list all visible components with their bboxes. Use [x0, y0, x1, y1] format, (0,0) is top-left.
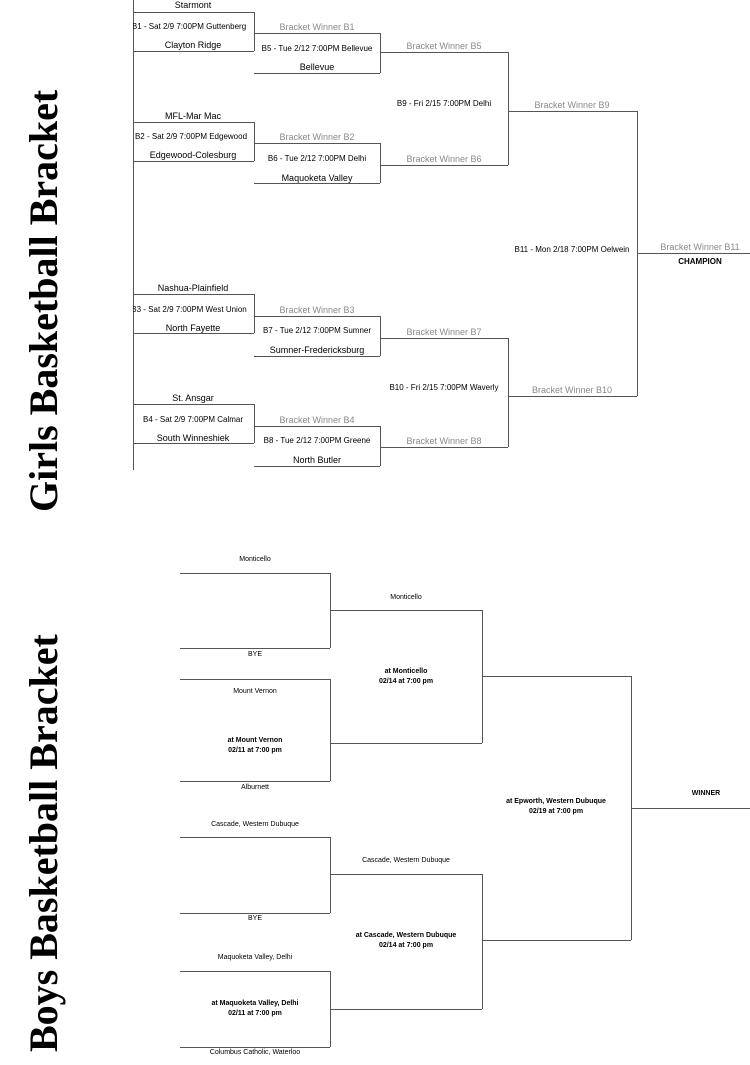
team-name: Cascade, Western Dubuque: [362, 857, 450, 864]
team-name: North Butler: [292, 455, 342, 465]
game-info: at Monticello: [384, 668, 428, 675]
bracket-winner: Bracket Winner B4: [279, 415, 355, 425]
bracket-winner: Bracket Winner B6: [406, 154, 482, 164]
bracket-winner: Bracket Winner B2: [279, 132, 355, 142]
bracket-winner: Bracket Winner B9: [534, 100, 610, 110]
team-name: BYE: [247, 915, 263, 922]
boys-bracket-title: Boys Basketball Bracket: [21, 634, 66, 1052]
game-info: B6 - Tue 2/12 7:00PM Delhi: [267, 154, 367, 163]
game-info: B11 - Mon 2/18 7:00PM Oelwein: [514, 245, 630, 254]
game-info: B4 - Sat 2/9 7:00PM Calmar: [142, 415, 244, 424]
game-info: at Cascade, Western Dubuque: [355, 932, 457, 939]
bracket-winner: Bracket Winner B5: [406, 41, 482, 51]
team-name: Edgewood-Colesburg: [149, 150, 237, 160]
bracket-winner: Bracket Winner B10: [531, 385, 613, 395]
game-time: 02/19 at 7:00 pm: [528, 808, 584, 815]
team-name: St. Ansgar: [172, 393, 214, 403]
team-name: Sumner-Fredericksburg: [269, 345, 365, 355]
team-name: South Winneshiek: [156, 433, 230, 443]
champion-label: CHAMPION: [678, 257, 722, 266]
game-info: at Mount Vernon: [227, 737, 283, 744]
team-name: BYE: [247, 651, 263, 658]
team-name: Monticello: [390, 594, 422, 601]
team-name: Monticello: [239, 556, 271, 563]
team-name: Bellevue: [299, 62, 335, 72]
champion-winner: Bracket Winner B11: [660, 242, 740, 252]
team-name: Mount Vernon: [233, 688, 277, 695]
bracket-winner: Bracket Winner B3: [279, 305, 355, 315]
team-name: Cascade, Western Dubuque: [211, 821, 299, 828]
game-time: 02/14 at 7:00 pm: [378, 678, 434, 685]
team-name: Alburnett: [240, 784, 270, 791]
game-time: 02/11 at 7:00 pm: [228, 747, 282, 754]
game-time: 02/14 at 7:00 pm: [378, 942, 434, 949]
team-name: Maquoketa Valley, Delhi: [217, 954, 293, 961]
game-info: at Maquoketa Valley, Delhi: [211, 1000, 299, 1007]
team-name: Starmont: [174, 0, 212, 10]
game-info: B5 - Tue 2/12 7:00PM Bellevue: [261, 44, 373, 53]
game-info: B2 - Sat 2/9 7:00PM Edgewood: [134, 132, 248, 141]
girls-round1: Starmont B1 - Sat 2/9 7:00PM Guttenberg …: [133, 0, 263, 480]
game-info: B9 - Fri 2/15 7:00PM Delhi: [396, 99, 492, 108]
bracket-winner: Bracket Winner B1: [279, 22, 355, 32]
team-name: Maquoketa Valley: [281, 173, 353, 183]
bracket-winner: Bracket Winner B7: [406, 327, 482, 337]
game-info: B8 - Tue 2/12 7:00PM Greene: [263, 436, 371, 445]
girls-bracket-title: Girls Basketball Bracket: [21, 89, 66, 512]
game-info: B10 - Fri 2/15 7:00PM Waverly: [389, 383, 499, 392]
winner-label: WINNER: [691, 790, 721, 797]
game-time: 02/11 at 7:00 pm: [228, 1010, 282, 1017]
team-name: Clayton Ridge: [164, 40, 222, 50]
team-name: North Fayette: [165, 323, 221, 333]
game-info: B3 - Sat 2/9 7:00PM West Union: [133, 305, 247, 314]
game-info: at Epworth, Western Dubuque: [506, 798, 606, 805]
game-info: B7 - Tue 2/12 7:00PM Sumner: [262, 326, 372, 335]
team-name: Nashua-Plainfield: [157, 283, 229, 293]
game-info: B1 - Sat 2/9 7:00PM Guttenberg: [133, 22, 247, 31]
team-name: MFL-Mar Mac: [165, 111, 221, 121]
team-name: Columbus Catholic, Waterloo: [209, 1049, 301, 1056]
bracket-winner: Bracket Winner B8: [406, 436, 482, 446]
